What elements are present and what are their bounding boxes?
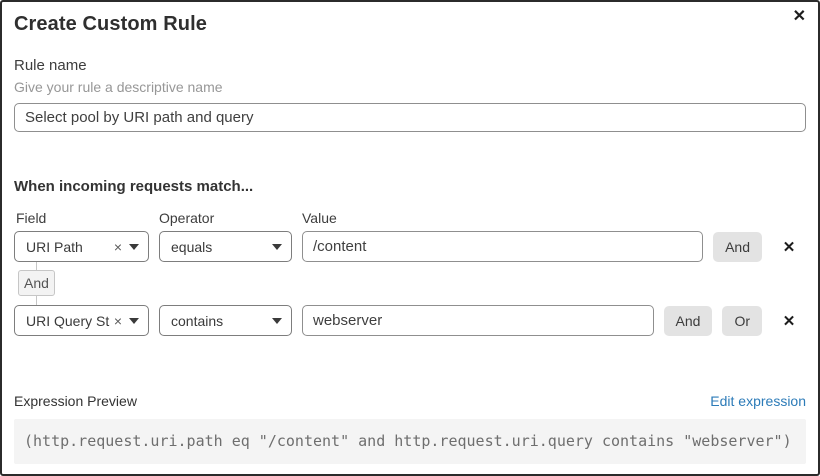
- value-input[interactable]: [302, 305, 654, 336]
- match-section-heading: When incoming requests match...: [14, 178, 254, 195]
- dialog-title: Create Custom Rule: [14, 13, 207, 35]
- field-select[interactable]: URI Path ×: [14, 231, 149, 262]
- expression-text: (http.request.uri.path eq "/content" and…: [24, 432, 792, 450]
- field-select-value: URI Path: [26, 238, 83, 255]
- field-column-label: Field: [16, 210, 47, 226]
- condition-row-1: URI Path × equals And ✕: [14, 231, 806, 262]
- and-button[interactable]: And: [663, 305, 713, 336]
- column-labels: Field Operator Value: [14, 210, 806, 226]
- edit-expression-link[interactable]: Edit expression: [710, 393, 806, 409]
- rule-name-input[interactable]: [14, 103, 806, 132]
- close-icon[interactable]: ✕: [792, 8, 806, 25]
- or-button[interactable]: Or: [722, 305, 762, 336]
- expression-preview-label: Expression Preview: [14, 393, 137, 409]
- clear-icon[interactable]: ×: [113, 312, 122, 329]
- remove-condition-icon[interactable]: ✕: [782, 312, 796, 330]
- chevron-down-icon[interactable]: [129, 243, 139, 250]
- expression-header: Expression Preview Edit expression: [14, 393, 806, 409]
- rule-name-hint: Give your rule a descriptive name: [14, 79, 223, 95]
- field-select[interactable]: URI Query St... ×: [14, 305, 149, 336]
- operator-select-value: contains: [171, 312, 224, 329]
- condition-row-2: URI Query St... × contains And Or ✕: [14, 305, 806, 336]
- and-connector-badge: And: [18, 270, 55, 296]
- connector: And: [14, 262, 74, 305]
- expression-preview-code: (http.request.uri.path eq "/content" and…: [14, 419, 806, 464]
- chevron-down-icon[interactable]: [129, 317, 139, 324]
- chevron-down-icon[interactable]: [272, 243, 282, 250]
- remove-condition-icon[interactable]: ✕: [782, 238, 796, 256]
- value-input[interactable]: [302, 231, 704, 262]
- operator-select-value: equals: [171, 238, 213, 255]
- operator-column-label: Operator: [159, 210, 215, 226]
- chevron-down-icon[interactable]: [272, 317, 282, 324]
- rule-name-label: Rule name: [14, 57, 87, 74]
- value-column-label: Value: [302, 210, 337, 226]
- operator-select[interactable]: equals: [159, 231, 292, 262]
- clear-icon[interactable]: ×: [113, 238, 122, 255]
- field-select-value: URI Query St...: [26, 312, 110, 329]
- operator-select[interactable]: contains: [159, 305, 292, 336]
- and-button[interactable]: And: [713, 231, 762, 262]
